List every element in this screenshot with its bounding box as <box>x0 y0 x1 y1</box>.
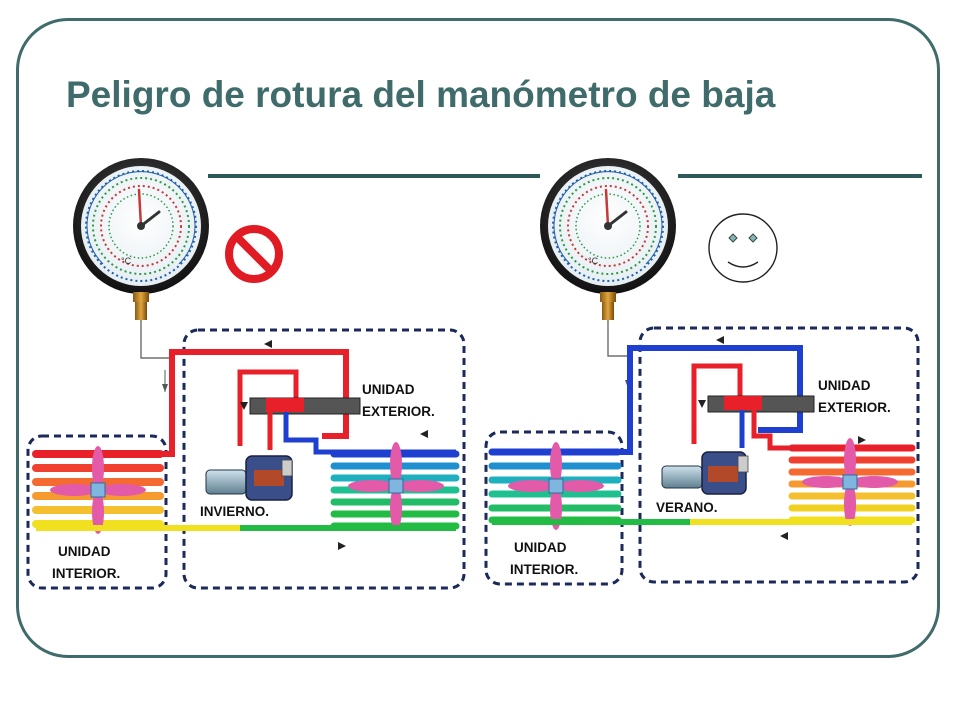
outdoor-unit-label: UNIDAD <box>362 382 415 397</box>
outdoor-unit-box <box>182 328 466 590</box>
mode-label: VERANO. <box>656 500 718 515</box>
slide-title: Peligro de rotura del manómetro de baja <box>66 74 776 115</box>
indoor-unit-box <box>484 430 624 586</box>
right-system: UNIDAD EXTERIOR. VERANO. UNIDAD INTERIOR… <box>484 156 920 586</box>
outdoor-unit-label: UNIDAD <box>818 378 871 393</box>
indoor-unit-label: UNIDAD <box>58 544 111 559</box>
indoor-unit-label: UNIDAD <box>514 540 567 555</box>
pressure-gauge-icon <box>538 156 678 322</box>
outdoor-unit-label: EXTERIOR. <box>818 400 891 415</box>
indoor-unit-label: INTERIOR. <box>52 566 120 581</box>
pressure-gauge-icon <box>71 156 211 322</box>
indoor-unit-label: INTERIOR. <box>510 562 578 577</box>
indoor-unit-box <box>26 434 168 590</box>
outdoor-unit-label: EXTERIOR. <box>362 404 435 419</box>
slide-frame <box>16 18 940 658</box>
mode-label: INVIERNO. <box>200 504 269 519</box>
outdoor-unit-box <box>638 326 920 584</box>
divider-line <box>208 174 540 178</box>
smiley-face-icon <box>708 213 778 283</box>
left-system: UNIDAD EXTERIOR. INVIERNO. UNIDAD INTERI… <box>26 156 466 590</box>
prohibited-icon <box>225 225 283 283</box>
divider-line <box>678 174 922 178</box>
